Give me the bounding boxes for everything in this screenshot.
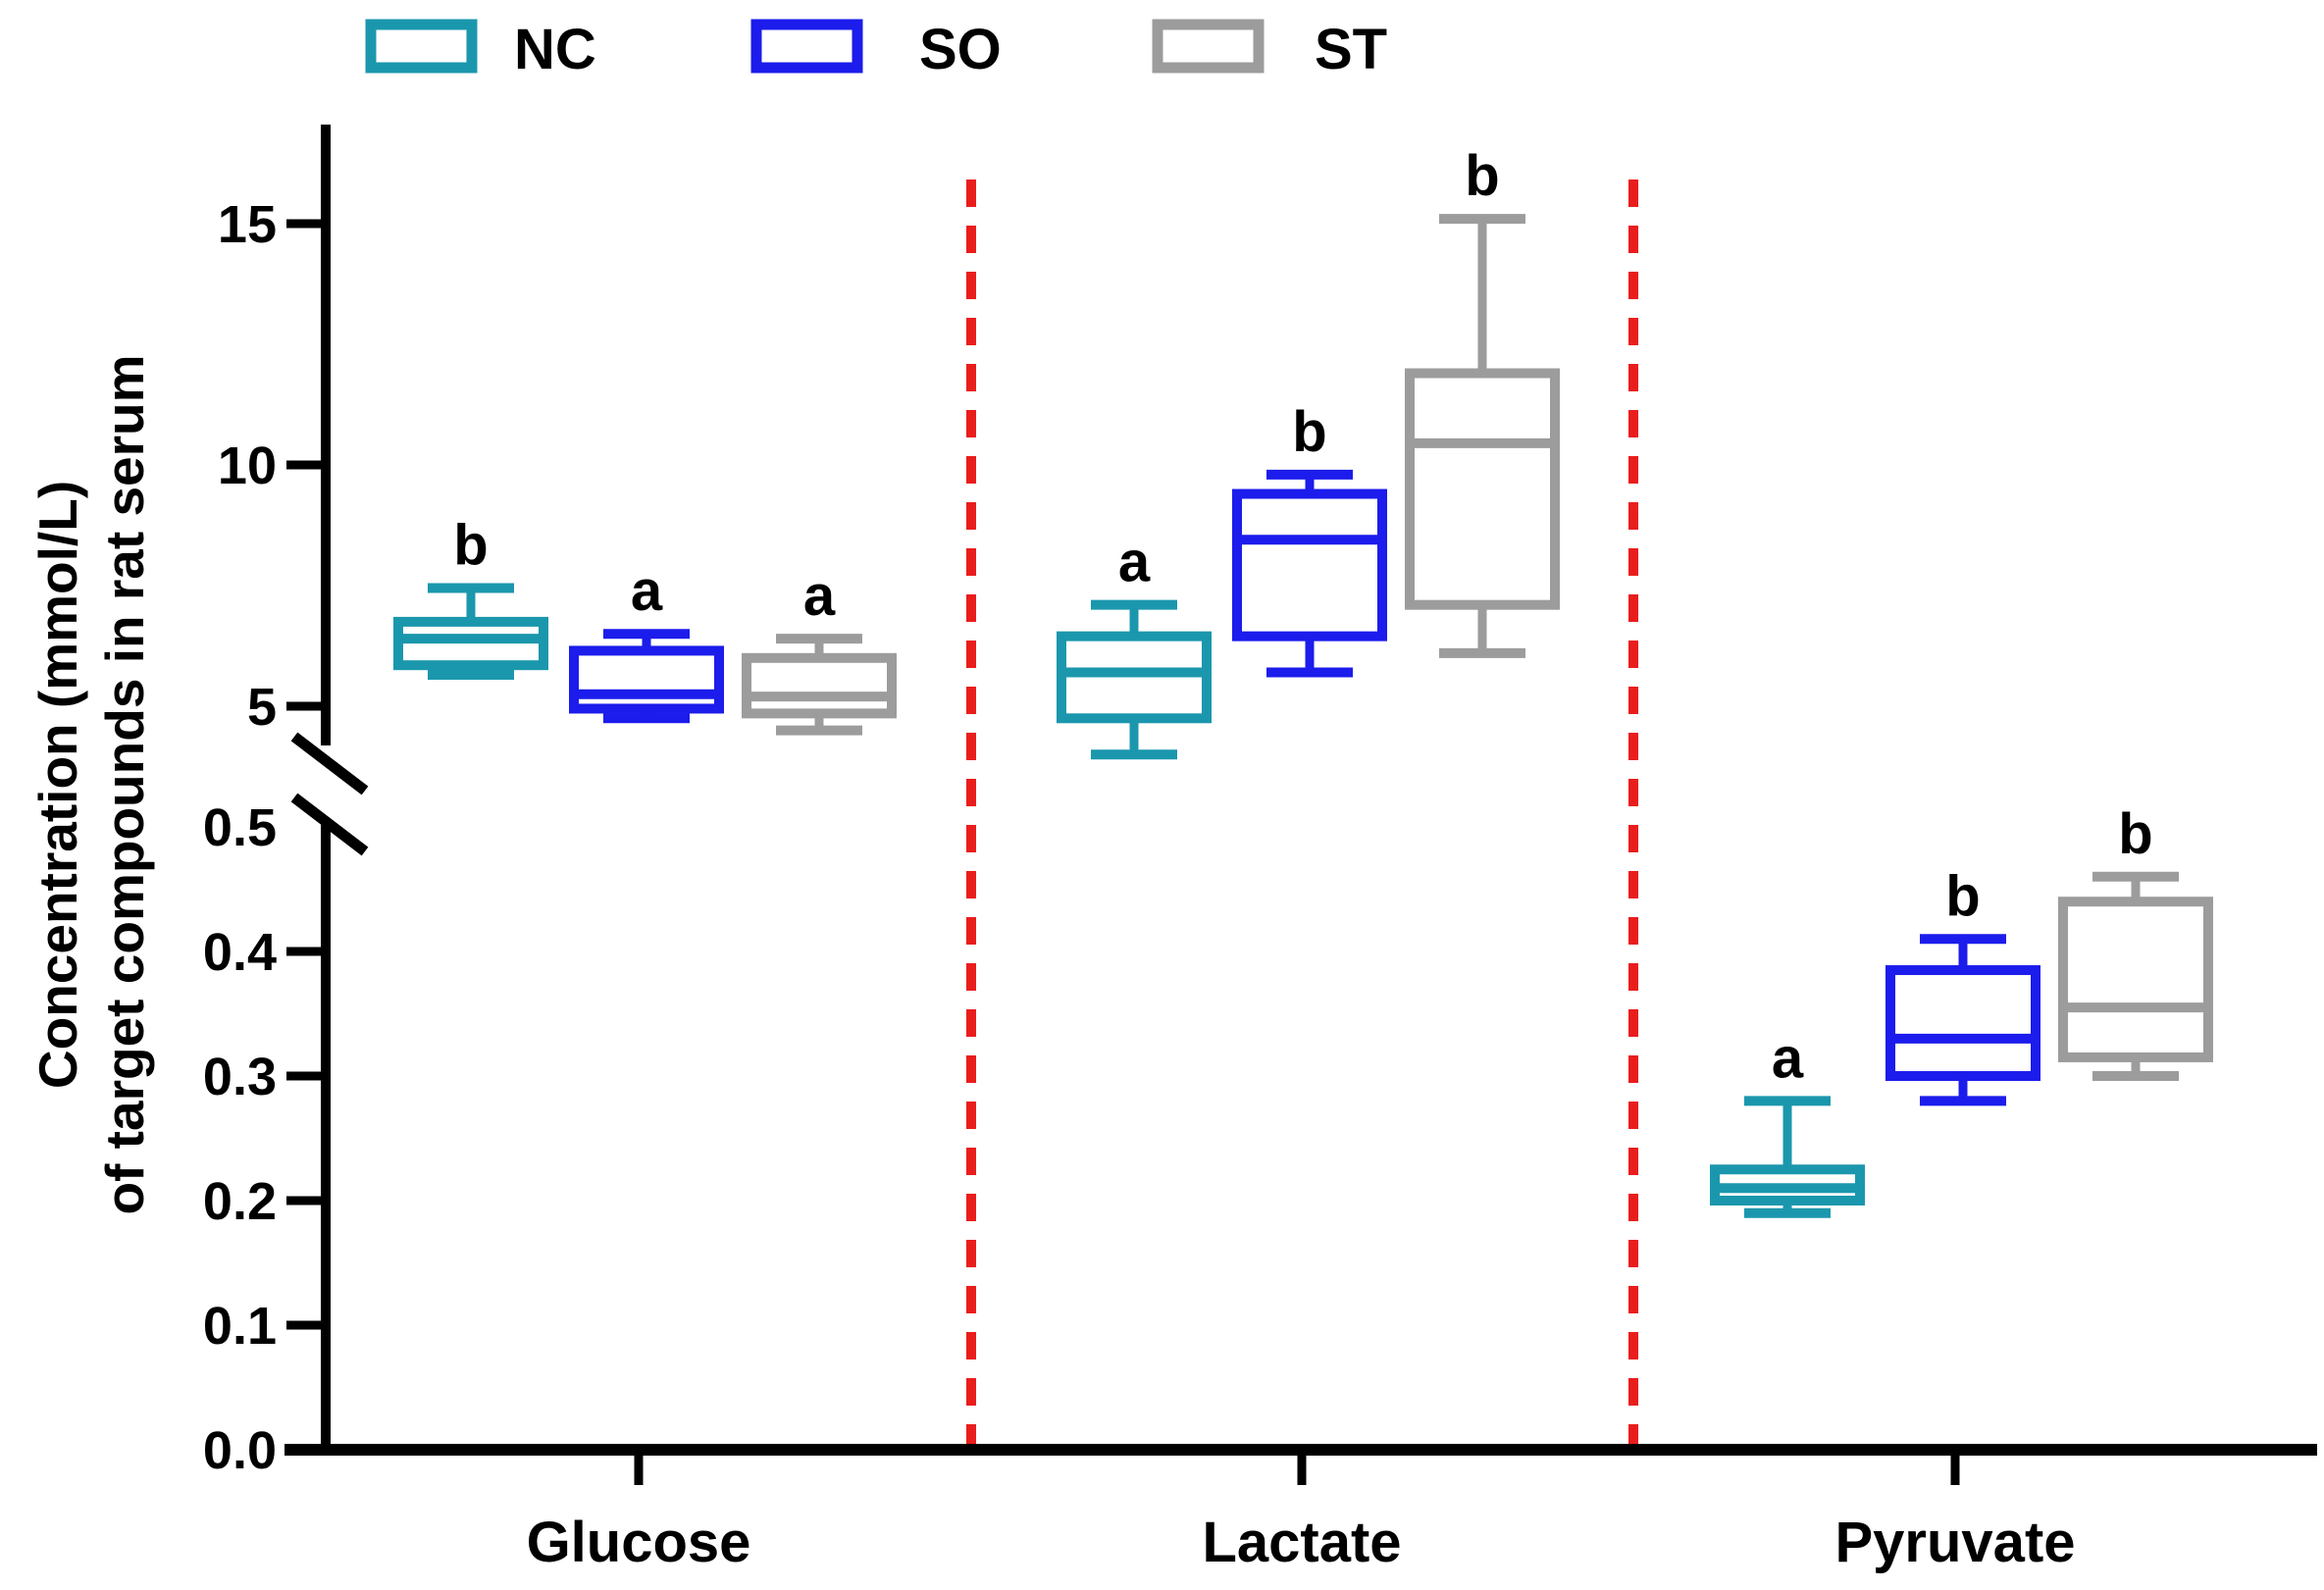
axis-break-slash-upper bbox=[290, 732, 369, 795]
legend-swatch-nc-icon bbox=[365, 19, 478, 74]
y-axis-title-line2: of target compounds in rat serum bbox=[94, 354, 155, 1214]
y-tick-label-upper-1: 10 bbox=[218, 436, 277, 495]
sig-letter-NC-pyruvate: a bbox=[1772, 1026, 1804, 1090]
sig-letter-SO-lactate: b bbox=[1292, 400, 1326, 464]
sig-letter-ST-pyruvate: b bbox=[2118, 802, 2152, 866]
y-tick-label-upper-0: 15 bbox=[218, 195, 277, 254]
legend-label-nc: NC bbox=[514, 18, 596, 81]
box-ST-pyruvate bbox=[2058, 897, 2213, 1062]
box-SO-lactate bbox=[1232, 488, 1387, 641]
sig-letter-ST-lactate: b bbox=[1465, 144, 1499, 208]
y-axis-title-line1: Concentration (mmol/L) bbox=[27, 481, 88, 1089]
sig-letter-SO-pyruvate: b bbox=[1945, 864, 1980, 928]
y-tick-label-upper-2: 5 bbox=[247, 678, 277, 737]
legend-swatch-so-icon bbox=[750, 19, 863, 74]
sig-letter-NC-glucose: b bbox=[453, 513, 488, 577]
axis-break-slash-lower bbox=[290, 793, 369, 856]
y-tick-label-lower-4: 0.1 bbox=[203, 1297, 277, 1356]
box-ST-lactate bbox=[1405, 368, 1560, 610]
y-tick-label-lower-1: 0.4 bbox=[203, 923, 277, 982]
box-ST-glucose bbox=[742, 652, 897, 719]
legend-label-st: ST bbox=[1315, 18, 1387, 81]
legend-label-so: SO bbox=[919, 18, 1002, 81]
y-tick-label-lower-3: 0.2 bbox=[203, 1172, 277, 1231]
x-category-label-lactate: Lactate bbox=[1202, 1511, 1401, 1574]
y-tick-label-lower-0: 0.5 bbox=[203, 798, 277, 857]
y-tick-label-lower-2: 0.3 bbox=[203, 1048, 277, 1106]
sig-letter-ST-glucose: a bbox=[803, 564, 836, 628]
y-axis-title: Concentration (mmol/L)of target compound… bbox=[27, 354, 155, 1214]
x-category-label-glucose: Glucose bbox=[527, 1511, 751, 1574]
sig-letter-NC-lactate: a bbox=[1118, 531, 1151, 594]
legend-swatch-st-icon bbox=[1152, 19, 1265, 74]
y-tick-label-lower-5: 0.0 bbox=[203, 1421, 277, 1480]
box-SO-glucose bbox=[569, 645, 724, 714]
sig-letter-SO-glucose: a bbox=[631, 559, 663, 623]
box-SO-pyruvate bbox=[1885, 965, 2040, 1081]
x-category-label-pyruvate: Pyruvate bbox=[1834, 1511, 2075, 1574]
